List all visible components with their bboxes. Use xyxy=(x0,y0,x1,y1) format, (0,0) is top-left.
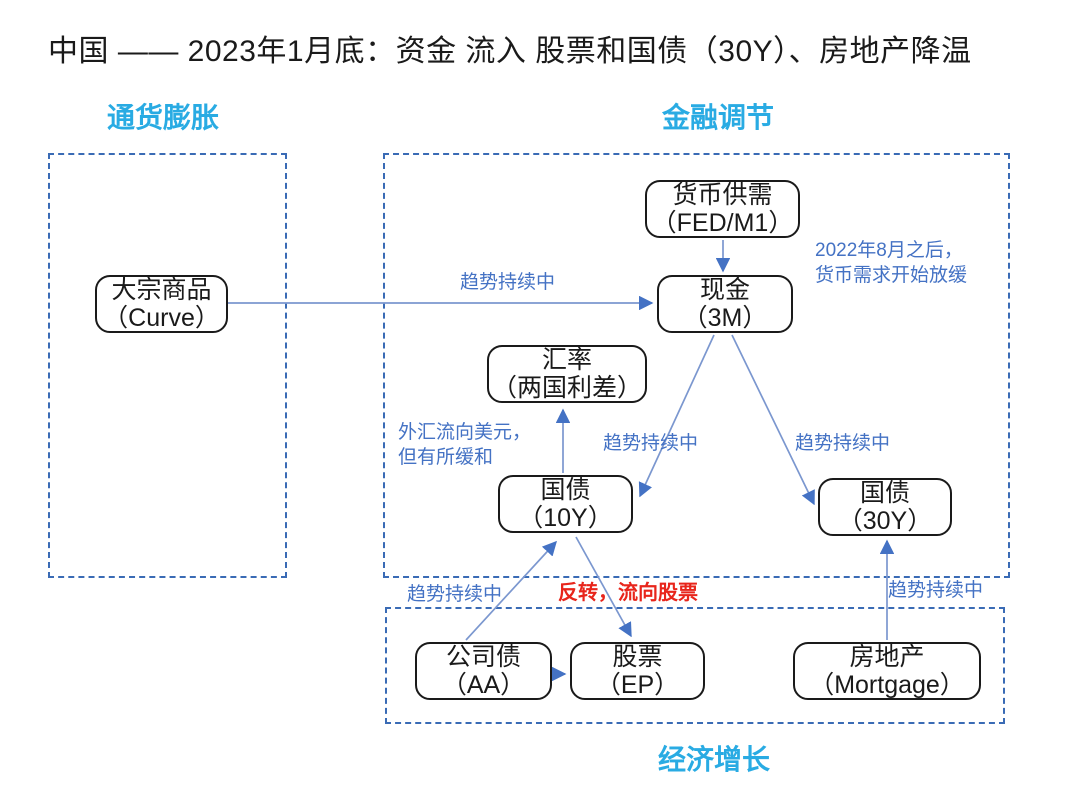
node-real-estate-name: 房地产 xyxy=(849,643,925,671)
edge-label-trend-bond30y: 趋势持续中 xyxy=(795,433,891,454)
node-cash-name: 现金 xyxy=(699,276,750,304)
node-commodities-name: 大宗商品 xyxy=(111,276,212,304)
edge-label-trend-commodities: 趋势持续中 xyxy=(460,272,556,293)
node-corp-bond-sub: （AA） xyxy=(441,671,526,699)
node-bond10y: 国债 （10Y） xyxy=(498,475,633,533)
edge-label-trend-real-estate: 趋势持续中 xyxy=(888,580,984,601)
node-commodities-sub: （Curve） xyxy=(103,304,220,332)
node-stocks: 股票 （EP） xyxy=(570,642,705,700)
node-money-supply: 货币供需 （FED/M1） xyxy=(645,180,800,238)
section-label-finance: 金融调节 xyxy=(662,102,775,133)
node-cash-sub: （3M） xyxy=(682,304,768,332)
node-stocks-name: 股票 xyxy=(612,643,663,671)
edge-label-trend-corp-bond: 趋势持续中 xyxy=(407,584,503,605)
node-money-supply-sub: （FED/M1） xyxy=(651,209,794,237)
node-corp-bond-name: 公司债 xyxy=(445,643,521,671)
node-fx: 汇率 （两国利差） xyxy=(487,345,647,403)
node-commodities: 大宗商品 （Curve） xyxy=(95,275,228,333)
section-label-growth: 经济增长 xyxy=(658,744,771,775)
section-label-inflation: 通货膨胀 xyxy=(107,102,220,133)
node-bond30y-name: 国债 xyxy=(859,479,910,507)
node-bond10y-sub: （10Y） xyxy=(518,504,613,532)
page-title: 中国 —— 2023年1月底：资金 流入 股票和国债（30Y）、房地产降温 xyxy=(48,35,972,68)
node-fx-name: 汇率 xyxy=(541,346,592,374)
node-bond10y-name: 国债 xyxy=(540,476,591,504)
node-real-estate: 房地产 （Mortgage） xyxy=(793,642,981,700)
growth-group-box xyxy=(385,607,1005,724)
inflation-group-box xyxy=(48,153,287,578)
node-bond30y-sub: （30Y） xyxy=(837,507,933,535)
node-money-supply-name: 货币供需 xyxy=(672,181,773,209)
edge-label-money-note-line1: 2022年8月之后， xyxy=(815,240,963,261)
edge-label-money-note: 2022年8月之后， 货币需求开始放缓 xyxy=(815,238,967,288)
node-real-estate-sub: （Mortgage） xyxy=(809,671,965,699)
node-corp-bond: 公司债 （AA） xyxy=(415,642,552,700)
node-fx-sub: （两国利差） xyxy=(491,374,642,402)
node-cash: 现金 （3M） xyxy=(657,275,793,333)
edge-label-money-note-line2: 货币需求开始放缓 xyxy=(815,265,968,286)
finance-group-box xyxy=(383,153,1010,578)
edge-label-reversal: 反转，流向股票 xyxy=(558,582,698,604)
edge-label-fx-flow: 外汇流向美元， 但有所缓和 xyxy=(398,420,531,470)
edge-label-fx-flow-line1: 外汇流向美元， xyxy=(398,422,532,443)
edge-label-fx-flow-line2: 但有所缓和 xyxy=(398,447,494,468)
node-stocks-sub: （EP） xyxy=(595,671,680,699)
edge-label-trend-bond10y: 趋势持续中 xyxy=(603,433,699,454)
node-bond30y: 国债 （30Y） xyxy=(818,478,952,536)
